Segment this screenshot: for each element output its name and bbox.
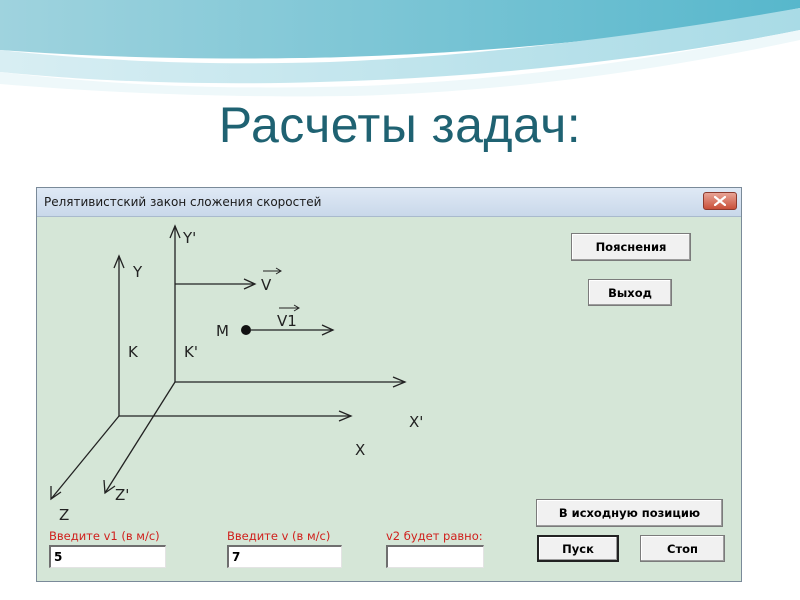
k-z-arrow-icon — [50, 486, 62, 501]
axis-y-label: Y — [132, 263, 143, 281]
frame-k-label: K — [128, 343, 139, 361]
v1-label: Введите v1 (в м/с) — [49, 529, 160, 543]
axis-y-prime-label: Y' — [182, 229, 196, 247]
v2-output[interactable] — [386, 545, 484, 568]
axis-z-prime-label: Z' — [115, 486, 129, 504]
exit-button[interactable]: Выход — [588, 279, 672, 306]
v-vector-sign-icon — [263, 267, 282, 275]
velocity-v-label: V — [261, 276, 272, 294]
v1-vector-sign-icon — [279, 304, 300, 312]
point-m-icon — [241, 325, 251, 335]
stop-button[interactable]: Стоп — [640, 535, 725, 562]
frame-k-prime-label: K' — [184, 343, 198, 361]
frames-diagram: Y Y' X X' Z Z' K K' V V1 M — [50, 224, 423, 524]
kp-z-axis — [104, 381, 176, 494]
kp-z-arrow-icon — [103, 479, 116, 495]
v2-label: v2 будет равно: — [386, 529, 483, 543]
slide-title: Расчеты задач: — [218, 97, 582, 153]
start-button[interactable]: Пуск — [537, 535, 619, 562]
v1-input[interactable] — [49, 545, 166, 568]
v-arrow-icon — [243, 278, 257, 290]
axis-x-label: X — [355, 441, 365, 459]
v-label: Введите v (в м/с) — [227, 529, 331, 543]
window-titlebar[interactable]: Релятивистский закон сложения скоростей — [37, 188, 741, 217]
point-m-label: M — [216, 322, 229, 340]
kp-x-arrow-icon — [392, 376, 407, 388]
kp-y-arrow-icon — [169, 224, 181, 239]
k-x-arrow-icon — [338, 410, 353, 422]
reset-position-button[interactable]: В исходную позицию — [536, 499, 723, 527]
k-y-arrow-icon — [113, 254, 125, 269]
app-window: Релятивистский закон сложения скоростей — [36, 187, 742, 582]
explanations-button[interactable]: Пояснения — [571, 233, 691, 261]
velocity-v1-label: V1 — [277, 312, 297, 330]
k-z-axis — [50, 415, 120, 500]
v1-arrow-icon — [321, 324, 335, 336]
axis-z-label: Z — [59, 506, 69, 524]
close-icon — [714, 196, 726, 206]
window-title: Релятивистский закон сложения скоростей — [44, 195, 322, 209]
axis-x-prime-label: X' — [409, 413, 423, 431]
close-button[interactable] — [703, 192, 737, 210]
v-input[interactable] — [227, 545, 342, 568]
